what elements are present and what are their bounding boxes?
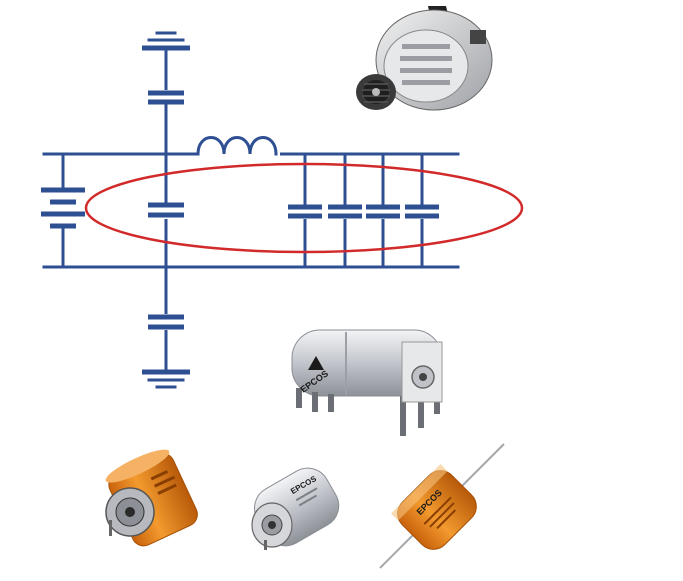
schematic (41, 31, 524, 389)
ground-icon (142, 369, 190, 389)
capacitor-icon (140, 314, 192, 330)
capacitor-icon (140, 90, 192, 105)
silver-capacitor-image: EPCOS (251, 467, 340, 550)
highlight-ellipse (84, 162, 524, 254)
battery-icon (41, 152, 85, 269)
capacitor-icon (286, 152, 324, 269)
inductor-icon (196, 136, 280, 156)
large-capacitor-image: EPCOS (291, 329, 443, 436)
ground-icon (142, 31, 190, 51)
capacitor-icon (403, 152, 441, 269)
axial-capacitor-image: EPCOS (379, 443, 505, 569)
orange-capacitor-image (105, 449, 198, 547)
alternator-icon (356, 6, 493, 111)
capacitor-icon (326, 152, 364, 269)
capacitor-icon (140, 202, 192, 219)
